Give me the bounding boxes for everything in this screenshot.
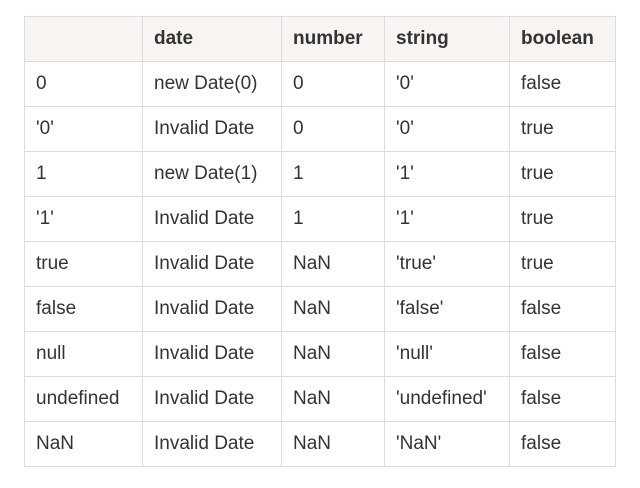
table-header: date number string boolean	[24, 16, 616, 62]
table-cell-boolean: false	[509, 61, 616, 107]
table-cell-number: NaN	[281, 376, 385, 422]
table-cell-number: NaN	[281, 241, 385, 287]
table-cell-value: NaN	[24, 421, 143, 467]
table-cell-date: new Date(0)	[142, 61, 282, 107]
table-cell-date: Invalid Date	[142, 241, 282, 287]
table-cell-boolean: true	[509, 151, 616, 197]
table-cell-boolean: false	[509, 421, 616, 467]
table-cell-date: Invalid Date	[142, 376, 282, 422]
table-cell-date: new Date(1)	[142, 151, 282, 197]
table-cell-boolean: false	[509, 376, 616, 422]
table-cell-date: Invalid Date	[142, 421, 282, 467]
table-cell-string: 'null'	[384, 331, 510, 377]
table-cell-boolean: false	[509, 331, 616, 377]
table-cell-boolean: true	[509, 196, 616, 242]
table-cell-value: null	[24, 331, 143, 377]
table-cell-string: 'undefined'	[384, 376, 510, 422]
table-cell-number: NaN	[281, 421, 385, 467]
table-cell-number: NaN	[281, 286, 385, 332]
table-cell-number: 1	[281, 196, 385, 242]
table-cell-number: NaN	[281, 331, 385, 377]
header-cell-boolean: boolean	[509, 16, 616, 62]
table-cell-number: 0	[281, 106, 385, 152]
table-cell-value: 1	[24, 151, 143, 197]
table-cell-number: 1	[281, 151, 385, 197]
table-cell-string: '0'	[384, 61, 510, 107]
table-cell-value: '1'	[24, 196, 143, 242]
table-cell-boolean: false	[509, 286, 616, 332]
table-cell-date: Invalid Date	[142, 286, 282, 332]
table-cell-date: Invalid Date	[142, 106, 282, 152]
table-cell-string: 'NaN'	[384, 421, 510, 467]
table-cell-string: '1'	[384, 196, 510, 242]
table-cell-date: Invalid Date	[142, 196, 282, 242]
table-cell-number: 0	[281, 61, 385, 107]
header-cell-value	[24, 16, 143, 62]
table-cell-string: '1'	[384, 151, 510, 197]
table-cell-value: 0	[24, 61, 143, 107]
table-cell-date: Invalid Date	[142, 331, 282, 377]
table-cell-value: true	[24, 241, 143, 287]
table-cell-boolean: true	[509, 106, 616, 152]
table-cell-string: 'false'	[384, 286, 510, 332]
header-cell-number: number	[281, 16, 385, 62]
table-cell-value: false	[24, 286, 143, 332]
table-cell-value: undefined	[24, 376, 143, 422]
header-cell-date: date	[142, 16, 282, 62]
table-cell-string: '0'	[384, 106, 510, 152]
table-cell-string: 'true'	[384, 241, 510, 287]
header-row: date number string boolean	[24, 16, 616, 62]
table-cell-boolean: true	[509, 241, 616, 287]
table-cell-value: '0'	[24, 106, 143, 152]
header-cell-string: string	[384, 16, 510, 62]
